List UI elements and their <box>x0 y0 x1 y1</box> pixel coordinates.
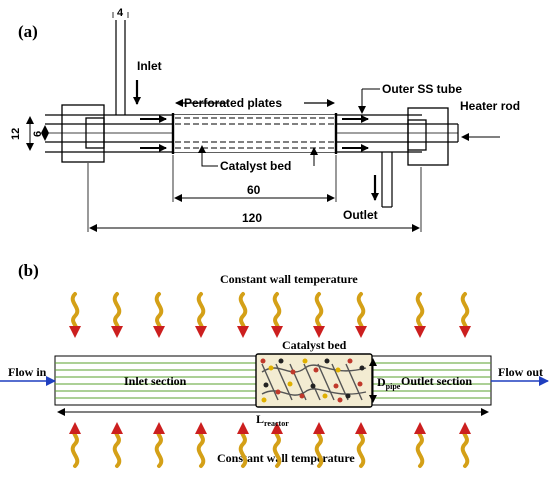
heat-arrow <box>457 420 473 468</box>
right-fitting <box>407 107 449 166</box>
catalyst-bed-label-b: Catalyst bed <box>282 338 347 352</box>
dim-4: 4 <box>117 7 124 19</box>
heat-arrow <box>67 292 83 340</box>
dim-120: 120 <box>242 211 262 225</box>
heat-arrow <box>457 292 473 340</box>
catalyst-bed-b <box>255 353 373 408</box>
heat-arrow <box>151 292 167 340</box>
d-pipe-label: Dpipe <box>377 375 401 391</box>
heat-arrows-top <box>67 292 473 340</box>
heat-arrow <box>269 292 285 340</box>
flow-in-label: Flow in <box>8 365 47 379</box>
heat-arrow <box>109 292 125 340</box>
right-fitting-inner <box>407 119 427 151</box>
outlet-section-label: Outlet section <box>401 374 472 388</box>
dim-60: 60 <box>247 183 261 197</box>
heat-arrow <box>67 420 83 468</box>
l-reactor-sub: reactor <box>264 419 289 428</box>
panel-a-label: (a) <box>18 22 38 41</box>
flow-out-label: Flow out <box>498 365 543 379</box>
heater-rod-label: Heater rod <box>460 99 520 113</box>
dim-6: 6 <box>32 131 44 137</box>
catalyst-pellets <box>260 358 365 403</box>
d-pipe-main: D <box>377 375 386 389</box>
inlet-label: Inlet <box>137 59 162 73</box>
l-reactor-main: L <box>256 412 264 426</box>
heat-arrow <box>353 292 369 340</box>
heat-arrow <box>412 292 428 340</box>
d-pipe-sub: pipe <box>386 382 401 391</box>
l-reactor-label: Lreactor <box>256 412 289 428</box>
outer-tube-label: Outer SS tube <box>382 82 462 96</box>
bottom-heading: Constant wall temperature <box>217 451 355 465</box>
inlet-section-label: Inlet section <box>124 374 187 388</box>
catalyst-bed-a <box>173 115 336 152</box>
heat-arrow <box>151 420 167 468</box>
outlet-label: Outlet <box>343 208 378 222</box>
panel-b: (b) Constant wall temperature Constant w… <box>0 261 549 468</box>
left-fitting <box>61 104 105 163</box>
heat-arrow <box>412 420 428 468</box>
heat-arrow <box>109 420 125 468</box>
top-heading: Constant wall temperature <box>220 272 358 286</box>
catalyst-bed-label-a: Catalyst bed <box>220 159 291 173</box>
heat-arrow <box>235 292 251 340</box>
heat-arrow <box>311 292 327 340</box>
heat-arrow <box>193 292 209 340</box>
panel-b-label: (b) <box>18 261 39 280</box>
perforated-plates-label: Perforated plates <box>184 96 282 110</box>
heat-arrow <box>353 420 369 468</box>
heat-arrow <box>193 420 209 468</box>
dim-12: 12 <box>10 128 22 140</box>
panel-a: (a) 4 Inlet Outlet <box>10 7 520 232</box>
